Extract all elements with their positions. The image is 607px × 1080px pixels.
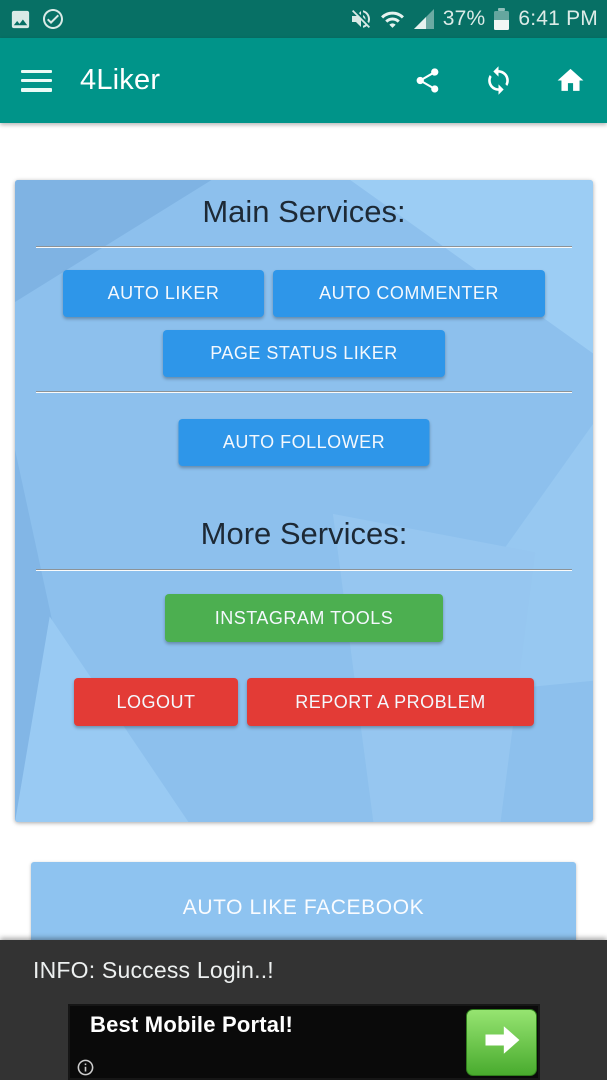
menu-button[interactable] — [21, 69, 52, 92]
instagram-tools-button[interactable]: INSTAGRAM TOOLS — [165, 594, 443, 642]
more-services-heading: More Services: — [200, 516, 408, 551]
status-left-icons — [9, 7, 65, 31]
app-title: 4Liker — [80, 64, 161, 96]
divider — [36, 391, 572, 393]
app-bar: 4Liker — [0, 38, 607, 123]
ad-title: Best Mobile Portal! — [90, 1012, 294, 1037]
report-a-problem-button[interactable]: REPORT A PROBLEM — [247, 678, 534, 726]
status-right-icons: 37% 6:41 PM — [349, 7, 598, 32]
logout-button[interactable]: LOGOUT — [74, 678, 238, 726]
share-icon[interactable] — [413, 66, 442, 95]
screenshot-image-icon — [9, 8, 32, 31]
right-arrow-icon — [480, 1018, 524, 1067]
main-services-card: Main Services: AUTO LIKER AUTO COMMENTER… — [15, 180, 593, 822]
background-polygon — [332, 513, 536, 822]
mute-icon — [349, 7, 373, 31]
bottom-panel: INFO: Success Login..! Best Mobile Porta… — [0, 940, 607, 1080]
toast-message: INFO: Success Login..! — [33, 957, 274, 983]
signal-strength-icon — [412, 7, 436, 31]
page-status-liker-button[interactable]: PAGE STATUS LIKER — [163, 330, 445, 377]
auto-commenter-button[interactable]: AUTO COMMENTER — [273, 270, 545, 317]
auto-like-facebook-label: AUTO LIKE FACEBOOK — [182, 896, 425, 919]
divider — [36, 246, 572, 248]
ad-arrow-button[interactable] — [466, 1009, 537, 1076]
battery-percent: 37% — [442, 7, 486, 30]
wifi-icon — [380, 7, 405, 32]
info-icon[interactable] — [76, 1058, 95, 1080]
auto-follower-button[interactable]: AUTO FOLLOWER — [178, 419, 430, 466]
check-circle-icon — [41, 7, 65, 31]
battery-icon — [494, 8, 510, 30]
auto-liker-button[interactable]: AUTO LIKER — [63, 270, 264, 317]
ad-banner[interactable]: Best Mobile Portal! — [68, 1004, 540, 1080]
status-bar: 37% 6:41 PM — [0, 0, 607, 38]
home-icon[interactable] — [555, 65, 586, 96]
refresh-sync-icon[interactable] — [483, 65, 514, 96]
clock: 6:41 PM — [518, 7, 598, 30]
divider — [36, 569, 572, 571]
main-services-heading: Main Services: — [202, 194, 406, 229]
